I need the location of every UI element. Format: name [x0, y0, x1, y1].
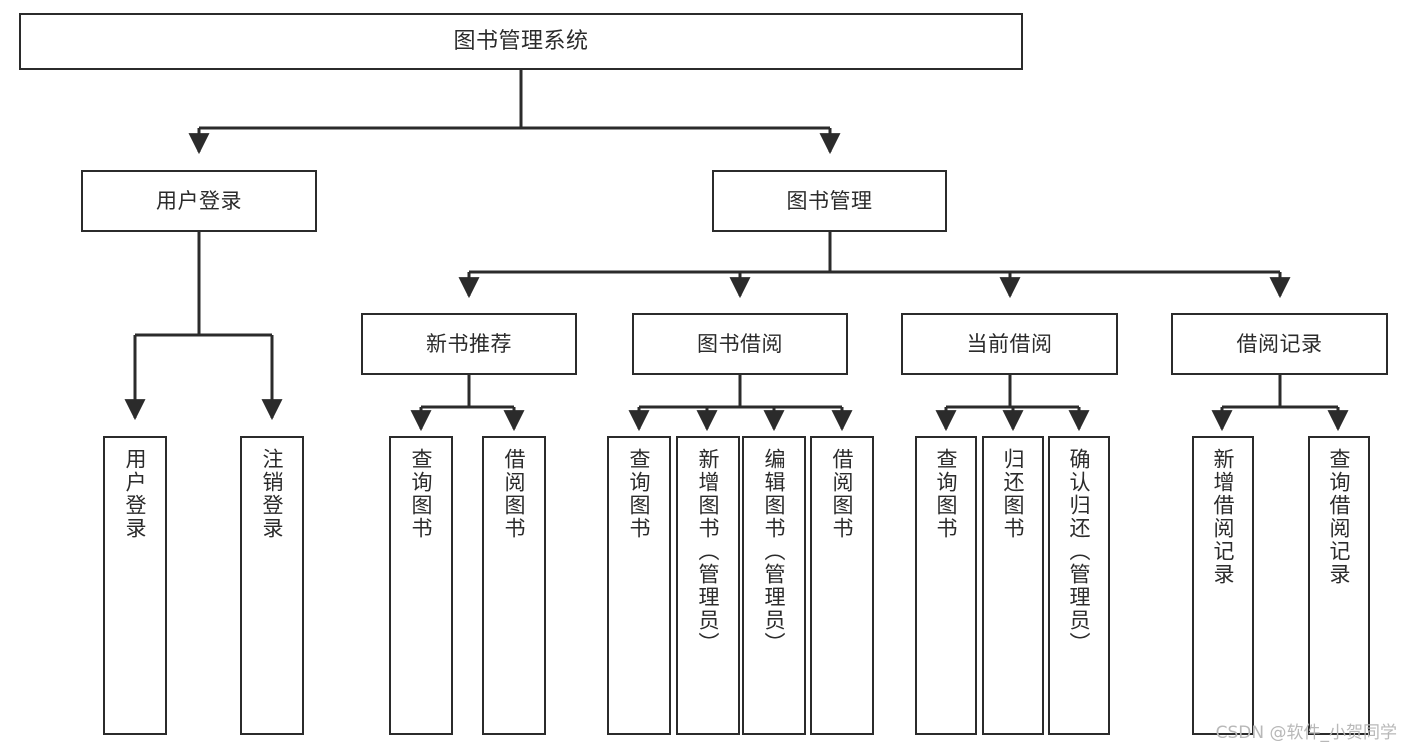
- node-label: 图书借阅: [697, 331, 783, 356]
- node-label: 注销登录: [260, 448, 285, 540]
- node-label: 查询图书: [934, 448, 959, 540]
- node-label: 当前借阅: [966, 331, 1053, 356]
- node-label: 用户登录: [156, 188, 242, 213]
- node-root-system[interactable]: 图书管理系统: [19, 13, 1023, 70]
- node-label: 查询图书: [409, 448, 434, 540]
- node-current-borrow[interactable]: 当前借阅: [901, 313, 1118, 375]
- leaf-add-book-admin[interactable]: 新增图书（管理员）: [676, 436, 740, 735]
- leaf-borrow-book[interactable]: 借阅图书: [810, 436, 874, 735]
- node-user-login[interactable]: 用户登录: [81, 170, 317, 232]
- node-label: 借阅图书: [830, 448, 855, 540]
- leaf-query-books-new[interactable]: 查询图书: [389, 436, 453, 735]
- leaf-query-borrow-record[interactable]: 查询借阅记录: [1308, 436, 1370, 735]
- node-label: 归还图书: [1001, 448, 1026, 540]
- node-label: 图书管理: [786, 188, 873, 213]
- node-label: 确认归还（管理员）: [1067, 448, 1092, 655]
- leaf-return-book[interactable]: 归还图书: [982, 436, 1044, 735]
- node-label: 借阅图书: [502, 448, 527, 540]
- csdn-watermark: CSDN @软件_小贺同学: [1215, 723, 1397, 743]
- node-label: 用户登录: [123, 448, 148, 540]
- node-new-book-recommend[interactable]: 新书推荐: [361, 313, 577, 375]
- leaf-edit-book-admin[interactable]: 编辑图书（管理员）: [742, 436, 806, 735]
- node-label: 借阅记录: [1236, 331, 1323, 356]
- node-label: 新增图书（管理员）: [696, 448, 721, 655]
- node-label: 新书推荐: [426, 331, 512, 356]
- leaf-borrow-books-new[interactable]: 借阅图书: [482, 436, 546, 735]
- node-label: 图书管理系统: [453, 28, 589, 54]
- node-label: 查询图书: [627, 448, 652, 540]
- node-book-borrow[interactable]: 图书借阅: [632, 313, 848, 375]
- leaf-confirm-return-admin[interactable]: 确认归还（管理员）: [1048, 436, 1110, 735]
- leaf-user-login[interactable]: 用户登录: [103, 436, 167, 735]
- leaf-logout[interactable]: 注销登录: [240, 436, 304, 735]
- leaf-add-borrow-record[interactable]: 新增借阅记录: [1192, 436, 1254, 735]
- leaf-query-books-borrow[interactable]: 查询图书: [607, 436, 671, 735]
- node-label: 新增借阅记录: [1211, 448, 1236, 586]
- node-label: 编辑图书（管理员）: [762, 448, 787, 655]
- leaf-query-books-current[interactable]: 查询图书: [915, 436, 977, 735]
- node-label: 查询借阅记录: [1327, 448, 1352, 586]
- node-borrow-records[interactable]: 借阅记录: [1171, 313, 1388, 375]
- node-book-management[interactable]: 图书管理: [712, 170, 947, 232]
